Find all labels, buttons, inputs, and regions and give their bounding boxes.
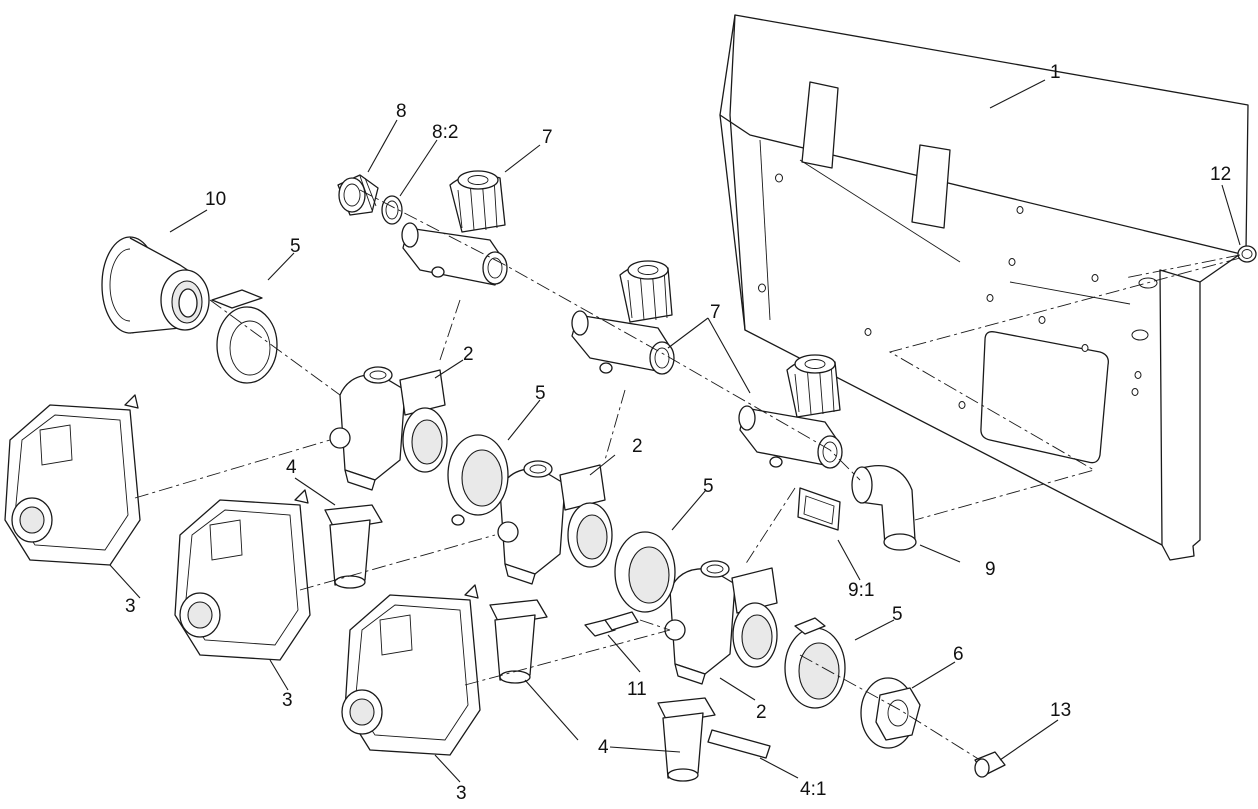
leader-lines xyxy=(109,79,1241,783)
manifold-2-top xyxy=(329,366,448,491)
manifold-2-middle xyxy=(497,460,613,585)
callout-11: 11 xyxy=(627,679,647,700)
callout-3-b: 3 xyxy=(282,690,293,711)
valve-7-middle xyxy=(571,260,675,375)
callout-3-a: 3 xyxy=(125,596,136,617)
callout-4-1: 4:1 xyxy=(800,779,826,800)
nipple-13 xyxy=(974,751,1006,778)
callout-5-d: 5 xyxy=(892,604,903,625)
assembly-lines xyxy=(134,189,1241,761)
callout-5-b: 5 xyxy=(535,383,546,404)
valve-7-top xyxy=(401,170,508,286)
callout-9: 9 xyxy=(985,559,996,580)
callout-10: 10 xyxy=(205,189,226,210)
callout-12: 12 xyxy=(1210,164,1231,185)
callout-7-top: 7 xyxy=(542,127,553,148)
clamp-5-c xyxy=(614,531,676,613)
fitting-6 xyxy=(860,677,921,749)
manifold-2-bottom xyxy=(664,560,778,685)
cover-3-b xyxy=(174,489,311,661)
coupling-4-c xyxy=(657,697,716,782)
bolt-11 xyxy=(584,611,639,637)
cap-12 xyxy=(1237,245,1257,263)
callout-13: 13 xyxy=(1050,700,1071,721)
callout-3-c: 3 xyxy=(456,783,467,804)
valve-7-right xyxy=(738,354,843,469)
clamp-5-a xyxy=(211,289,278,384)
callout-4-a: 4 xyxy=(286,457,297,478)
mounting-panel xyxy=(719,14,1249,561)
callout-1: 1 xyxy=(1050,62,1061,83)
callout-2-bottom: 2 xyxy=(756,702,767,723)
callout-8: 8 xyxy=(396,101,407,122)
tag-4-1 xyxy=(707,729,771,759)
callout-4-b: 4 xyxy=(598,737,609,758)
callout-9-1: 9:1 xyxy=(848,580,874,601)
callout-6: 6 xyxy=(953,644,964,665)
clamp-5-d xyxy=(784,617,846,709)
callout-2-top: 2 xyxy=(463,344,474,365)
cover-3-a xyxy=(4,394,141,566)
o-ring-8-2 xyxy=(381,195,403,225)
elbow-9 xyxy=(851,464,917,551)
callout-5-a: 5 xyxy=(290,236,301,257)
plug-8 xyxy=(337,174,379,216)
coupling-4-a xyxy=(324,504,383,589)
flange-10 xyxy=(101,236,210,334)
callout-2-middle: 2 xyxy=(632,436,643,457)
callout-labels: 1 2 2 2 3 3 3 4 4 4:1 5 5 5 5 6 7 7 8 8:… xyxy=(125,62,1231,804)
cover-3-c xyxy=(341,584,481,756)
callout-8-2: 8:2 xyxy=(432,122,458,143)
tag-9-1 xyxy=(797,487,841,531)
callout-5-c: 5 xyxy=(703,476,714,497)
clamp-5-b xyxy=(447,434,509,526)
callout-7-right: 7 xyxy=(710,302,721,323)
